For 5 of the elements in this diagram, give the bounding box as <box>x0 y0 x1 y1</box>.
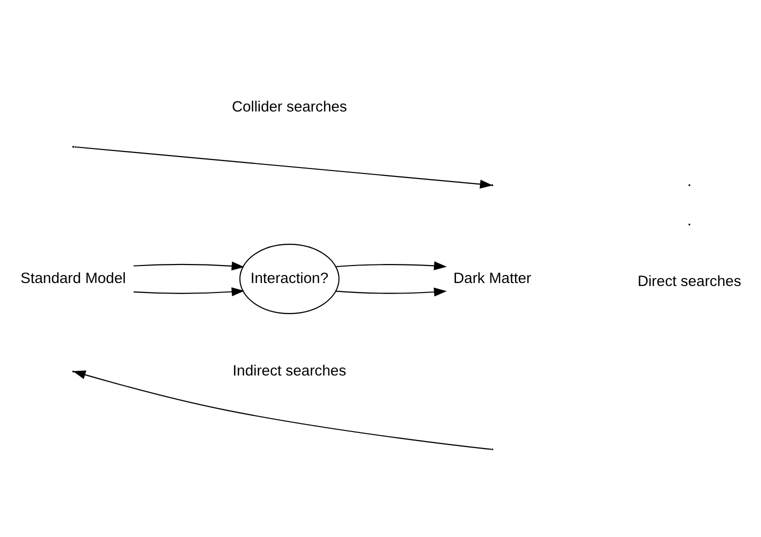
label: Indirect searches <box>232 363 346 380</box>
node-text: Standard Model <box>20 270 126 286</box>
node-text: Dark Matter <box>453 270 532 286</box>
label: Direct searches <box>638 274 742 290</box>
label: Collider searches <box>232 98 348 115</box>
